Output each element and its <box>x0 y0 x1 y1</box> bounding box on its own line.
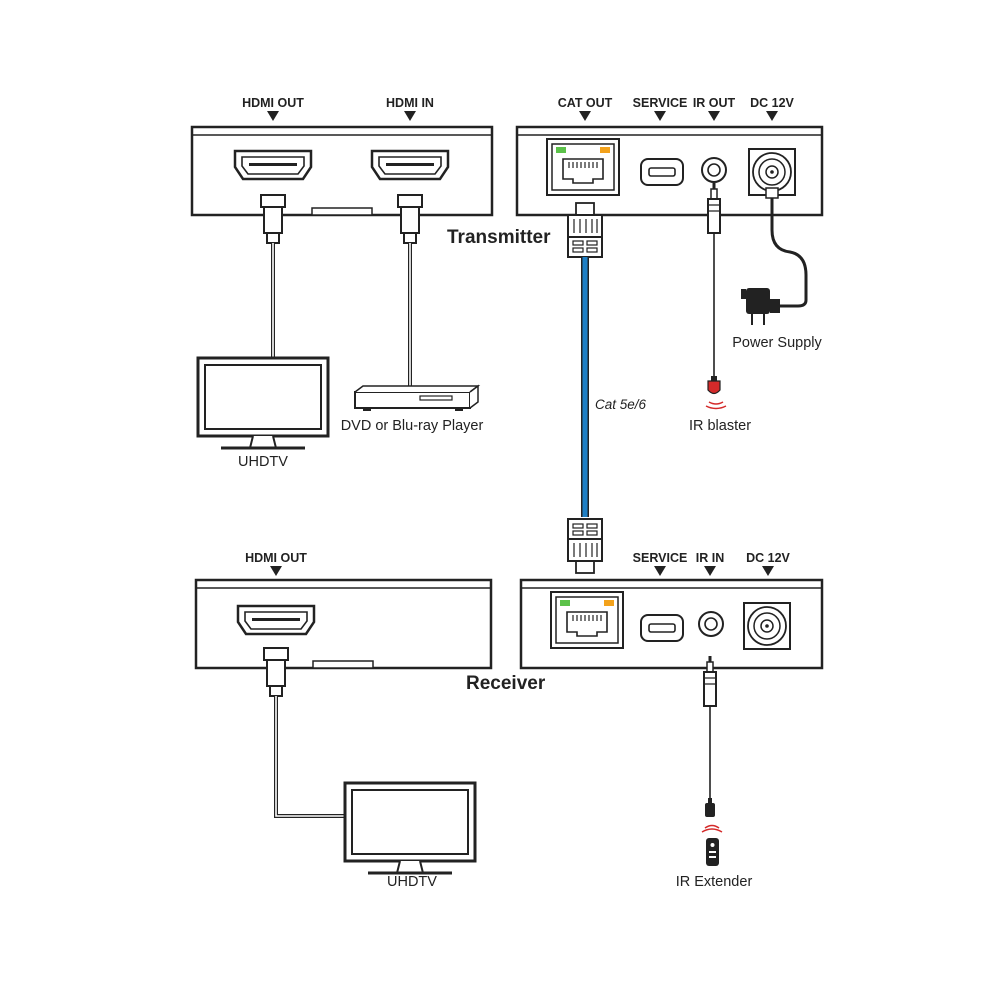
tx-ir-out-label: IR OUT <box>693 96 736 110</box>
rx-tv-icon <box>343 781 477 875</box>
tx-cat-out-arrow-icon <box>579 111 591 121</box>
rx-hdmi-out-arrow-icon <box>270 566 282 576</box>
rx-dc-12v-label: DC 12V <box>746 551 790 565</box>
rx-cat-port <box>550 591 624 649</box>
tx-tv-label: UHDTV <box>238 454 288 470</box>
tx-ir-out-arrow-icon <box>708 111 720 121</box>
rx-hdmi-out-label: HDMI OUT <box>245 551 307 565</box>
receiver-title: Receiver <box>466 673 546 694</box>
rx-ir-in-label: IR IN <box>696 551 724 565</box>
cable-label: Cat 5e/6 <box>595 397 647 412</box>
rx-service-arrow-icon <box>654 566 666 576</box>
rx-dc-12v-arrow-icon <box>762 566 774 576</box>
rx-ir-in-arrow-icon <box>704 566 716 576</box>
rx-service-port <box>640 614 684 642</box>
player-label: DVD or Blu-ray Player <box>341 418 484 434</box>
tx-hdmi-out-cable <box>260 194 286 360</box>
service-port <box>640 158 684 186</box>
tx-cat-out-label: CAT OUT <box>558 96 613 110</box>
transmitter-left-unit <box>190 125 494 217</box>
rx-service-label: SERVICE <box>633 551 688 565</box>
hdmi-out-port <box>233 149 313 181</box>
cat-cable <box>567 202 603 574</box>
ir-extender-icon <box>701 798 723 866</box>
tv-icon <box>196 356 330 450</box>
rx-hdmi-out-cable <box>263 647 346 818</box>
tx-service-label: SERVICE <box>633 96 688 110</box>
tx-dc-12v-label: DC 12V <box>750 96 794 110</box>
ir-blaster-icon <box>705 376 727 410</box>
ir-extender-label: IR Extender <box>676 874 753 890</box>
tx-hdmi-in-arrow-icon <box>404 111 416 121</box>
tx-service-arrow-icon <box>654 111 666 121</box>
tx-hdmi-in-label: HDMI IN <box>386 96 434 110</box>
ir-blaster-label: IR blaster <box>689 418 751 434</box>
transmitter-title: Transmitter <box>447 227 551 248</box>
power-supply-icon <box>741 288 780 325</box>
tx-hdmi-out-arrow-icon <box>267 111 279 121</box>
ir-out-cable <box>707 182 721 378</box>
rx-tv-label: UHDTV <box>387 874 437 890</box>
transmitter-right-unit <box>515 125 824 217</box>
tx-hdmi-out-label: HDMI OUT <box>242 96 304 110</box>
ir-in-cable <box>703 655 717 800</box>
receiver-left-unit <box>194 578 493 670</box>
rx-hdmi-out-port <box>236 604 316 636</box>
tx-dc-12v-arrow-icon <box>766 111 778 121</box>
player-icon <box>354 384 481 411</box>
cat-out-port <box>546 138 620 196</box>
ir-out-port <box>701 157 727 183</box>
rx-ir-in-port <box>698 611 724 637</box>
power-supply-label: Power Supply <box>732 335 822 351</box>
tx-hdmi-in-cable <box>397 194 423 390</box>
dc-cable <box>765 187 808 308</box>
hdmi-in-port <box>370 149 450 181</box>
receiver-right-unit <box>519 578 824 670</box>
rx-dc-12v-port <box>743 602 791 650</box>
